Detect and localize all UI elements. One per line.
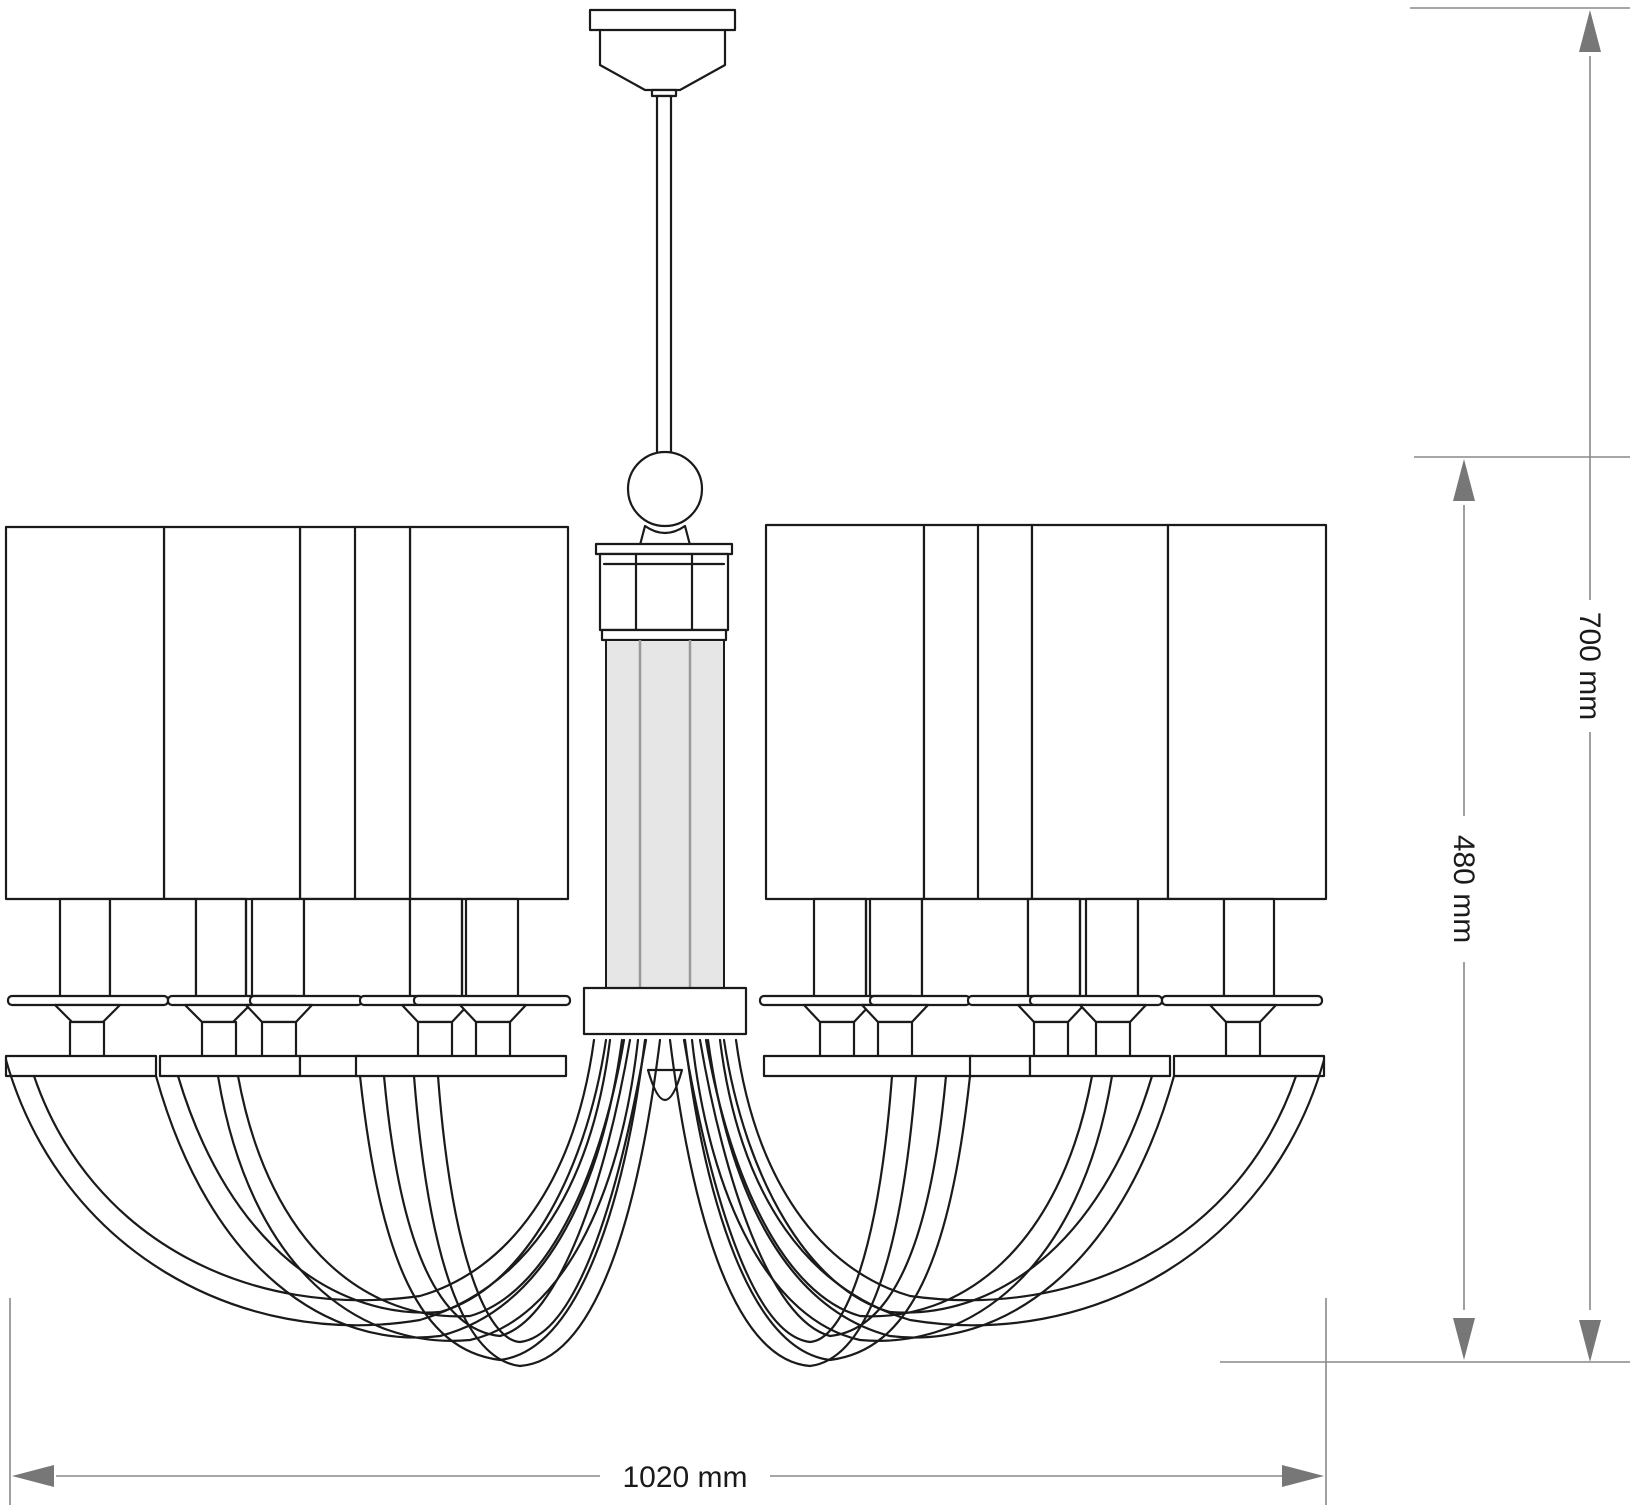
body-height-label: 480 mm [1447, 835, 1480, 943]
left-candle-sleeves [58, 897, 520, 1001]
right-drip-pans [758, 994, 1324, 1060]
arrow-down-icon [1579, 1320, 1601, 1362]
central-column [582, 542, 748, 1102]
right-arms [668, 1038, 1326, 1368]
dimension-width: 1020 mm [9, 1298, 1327, 1505]
right-candle-sleeves [812, 897, 1276, 1001]
glass-rod [605, 639, 725, 989]
dimension-body-height: 480 mm [1220, 456, 1630, 1363]
arrow-up-icon [1453, 459, 1475, 501]
left-lamp-shades [4, 525, 570, 901]
arrow-left-icon [12, 1465, 54, 1487]
arrow-right-icon [1282, 1465, 1324, 1487]
left-drip-pans [6, 994, 572, 1060]
decorative-ball [626, 450, 704, 547]
arrow-up-icon [1579, 10, 1601, 52]
left-arms [4, 1038, 662, 1368]
width-label: 1020 mm [622, 1461, 747, 1494]
suspension-rod [655, 94, 673, 468]
dimension-total-height: 700 mm [1410, 7, 1630, 1362]
ceiling-canopy [588, 8, 737, 98]
arrow-down-icon [1453, 1318, 1475, 1360]
right-lamp-shades [764, 523, 1328, 901]
total-height-label: 700 mm [1573, 612, 1606, 720]
